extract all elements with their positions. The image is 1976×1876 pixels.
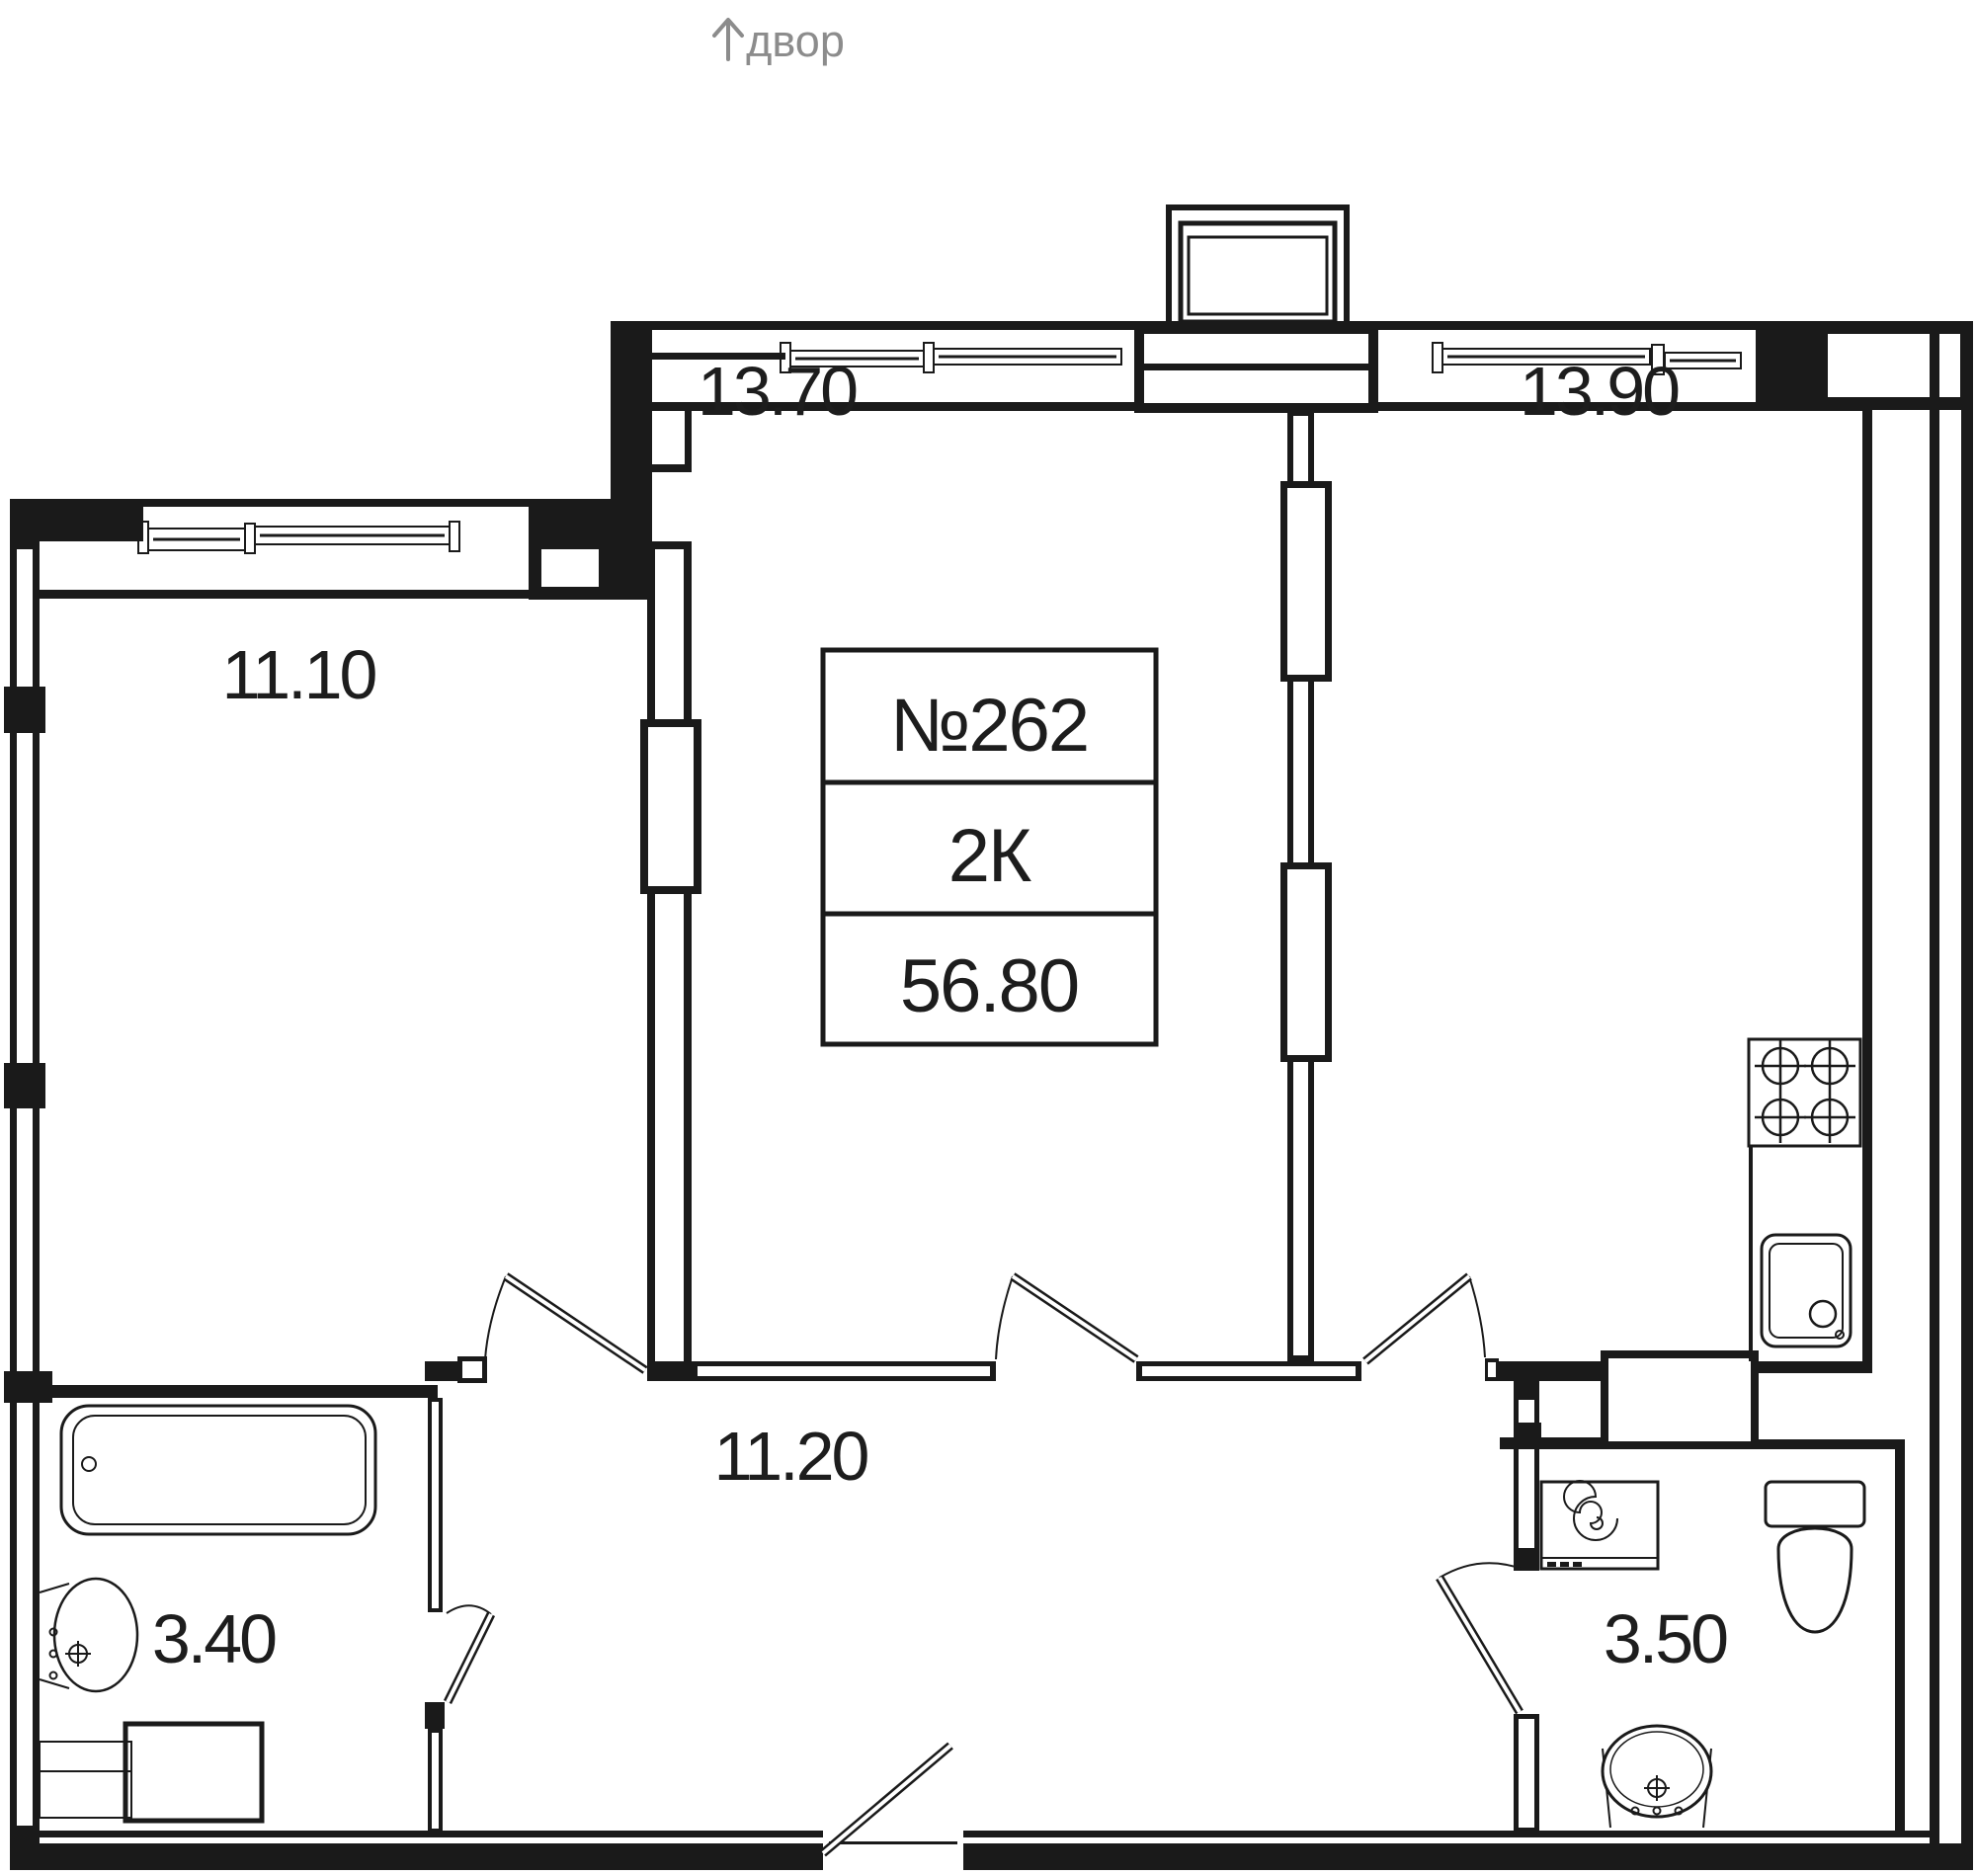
apartment-info-box: №262 2К 56.80	[820, 647, 1159, 1047]
apartment-total-area: 56.80	[900, 944, 1078, 1028]
stove-icon	[1747, 1037, 1862, 1148]
room-area-label-bathroom: 3.40	[152, 1600, 276, 1677]
balcony-icon	[1166, 204, 1350, 329]
courtyard-direction: двор	[712, 16, 845, 66]
room-area-label-living: 13.70	[698, 353, 857, 430]
room-area-label-bedroom: 11.10	[222, 636, 376, 713]
bathtub-icon	[59, 1404, 377, 1536]
courtyard-label: двор	[746, 16, 845, 66]
apartment-number: №262	[890, 684, 1088, 768]
kitchen-counter-edge	[1749, 1146, 1753, 1361]
door-room-13-70	[995, 1272, 1139, 1363]
room-area-label-hallway: 11.20	[714, 1418, 868, 1495]
washing-machine-icon	[1539, 1480, 1660, 1571]
toilet-icon	[1764, 1480, 1866, 1634]
door-wc	[1436, 1562, 1523, 1715]
kitchen-sink-icon	[1760, 1233, 1852, 1348]
wc-basin-icon	[1601, 1724, 1713, 1829]
room-area-label-kitchen: 13.90	[1520, 353, 1679, 430]
door-kitchen	[1362, 1272, 1486, 1365]
room-area-label-wc: 3.50	[1604, 1600, 1727, 1677]
window-kitchen-icon	[1432, 342, 1742, 375]
up-arrow-icon	[712, 18, 744, 61]
window-room-11-10-icon	[137, 521, 460, 554]
door-room-11-10	[484, 1272, 648, 1374]
window-room-13-70-icon	[780, 342, 1122, 373]
washbasin-icon	[39, 1577, 139, 1693]
entrance-door	[820, 1742, 953, 1857]
bathroom-cabinet-icon	[39, 1721, 265, 1824]
apartment-type: 2К	[948, 814, 1031, 898]
door-bathroom	[443, 1604, 496, 1704]
balcony-door-icon	[1134, 324, 1378, 413]
